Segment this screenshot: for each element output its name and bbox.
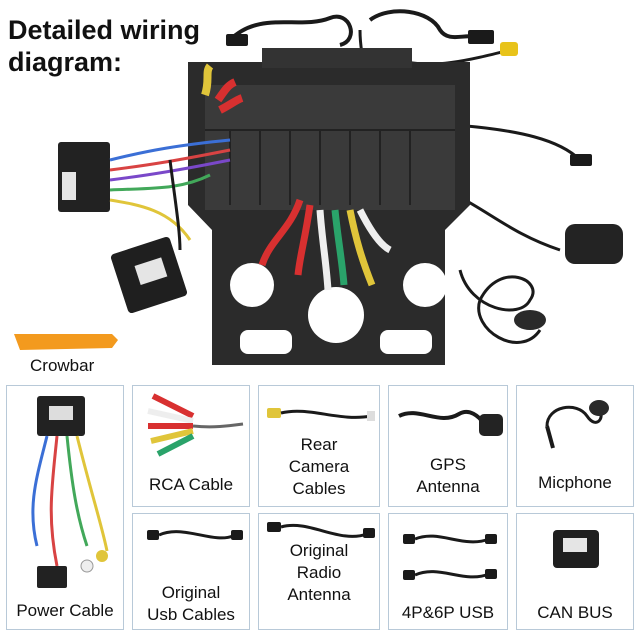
- radio-antenna-image: [267, 522, 375, 538]
- item-rca-cable: RCA Cable: [132, 385, 250, 507]
- rear-camera-cable-image: [267, 408, 375, 421]
- item-label: Original Usb Cables: [147, 583, 235, 624]
- item-power-cable: Power Cable: [6, 385, 124, 630]
- can-bus-image: [553, 530, 599, 568]
- page-title: Detailed wiring diagram:: [8, 15, 201, 77]
- usb-cable-image: [147, 530, 243, 540]
- item-original-usb-cables: Original Usb Cables: [132, 513, 250, 630]
- rca-cable-image: [147, 393, 244, 457]
- item-label: GPS Antenna: [416, 455, 480, 496]
- item-label: Power Cable: [16, 601, 114, 620]
- item-4p-6p-usb: 4P&6P USB: [388, 513, 508, 630]
- crowbar-label: Crowbar: [30, 356, 95, 375]
- item-label: Micphone: [538, 473, 612, 492]
- item-rear-camera-cables: Rear Camera Cables: [258, 385, 380, 507]
- gps-antenna-image: [398, 409, 503, 436]
- item-micphone: Micphone: [516, 385, 634, 507]
- item-label: 4P&6P USB: [401, 603, 495, 622]
- crowbar-tool: [14, 334, 118, 350]
- 4p-6p-usb-image: [403, 534, 497, 580]
- item-original-radio-antenna: Original Radio Antenna: [258, 513, 380, 630]
- item-label: Original Radio Antenna: [287, 541, 351, 604]
- microphone-image: [545, 400, 609, 449]
- item-label: CAN BUS: [537, 603, 613, 622]
- accessory-grid: Power Cable RCA Cable Rear Camera Cables…: [0, 385, 640, 636]
- item-gps-antenna: GPS Antenna: [388, 385, 508, 507]
- item-can-bus: CAN BUS: [516, 513, 634, 630]
- head-unit-wiring-illustration: [14, 9, 623, 365]
- item-label: Rear Camera Cables: [288, 435, 350, 498]
- power-cable-image: [31, 396, 109, 588]
- item-label: RCA Cable: [148, 475, 234, 494]
